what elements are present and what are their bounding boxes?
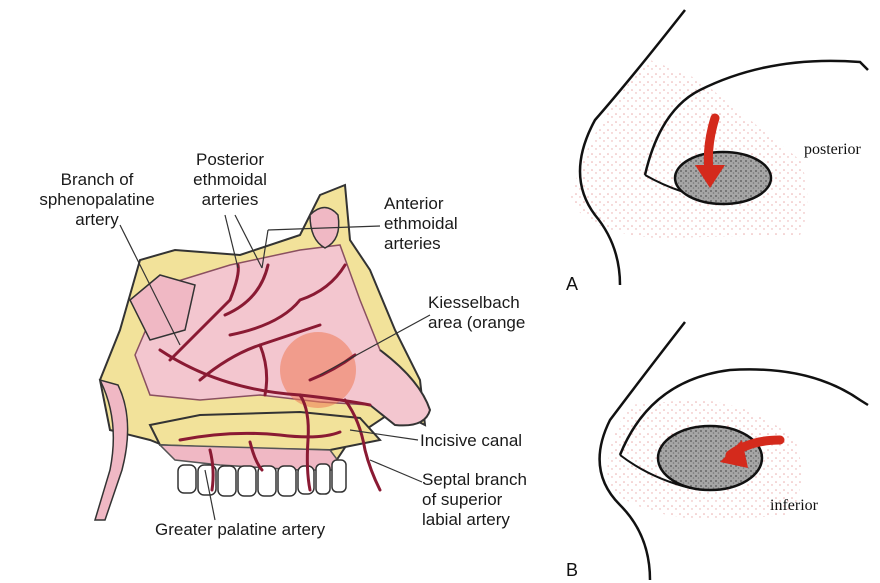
- packing-panels: [550, 0, 880, 583]
- label-anterior-ethmoidal: Anterior ethmoidal arteries: [384, 194, 458, 254]
- label-line: Anterior: [384, 194, 458, 214]
- label-line: arteries: [384, 234, 458, 254]
- label-line: ethmoidal: [384, 214, 458, 234]
- label-branch-sphenopalatine: Branch of sphenopalatine artery: [22, 170, 172, 230]
- label-line: Branch of: [22, 170, 172, 190]
- label-kiesselbach: Kiesselbach area (orange: [428, 293, 525, 333]
- label-line: Posterior: [170, 150, 290, 170]
- panel-a-packing: [675, 152, 771, 204]
- label-line: arteries: [170, 190, 290, 210]
- label-posterior-ethmoidal: Posterior ethmoidal arteries: [170, 150, 290, 210]
- hard-palate: [150, 412, 380, 450]
- panel-b-direction-label: inferior: [770, 496, 818, 516]
- pharynx-wall: [95, 380, 128, 520]
- label-line: artery: [22, 210, 172, 230]
- label-line: labial artery: [422, 510, 527, 530]
- label-line: Greater palatine artery: [155, 520, 325, 539]
- label-line: Septal branch: [422, 470, 527, 490]
- panel-b-letter: B: [566, 560, 578, 580]
- label-septal-branch: Septal branch of superior labial artery: [422, 470, 527, 530]
- label-line: ethmoidal: [170, 170, 290, 190]
- label-line: Incisive canal: [420, 431, 522, 450]
- panel-a-stipple: [570, 60, 808, 238]
- panel-a-letter: A: [566, 274, 578, 294]
- label-greater-palatine: Greater palatine artery: [155, 520, 325, 540]
- label-line: area (orange: [428, 313, 525, 333]
- label-line: of superior: [422, 490, 527, 510]
- label-line: sphenopalatine: [22, 190, 172, 210]
- panel-a-direction-label: posterior: [804, 140, 861, 160]
- label-line: Kiesselbach: [428, 293, 525, 313]
- panel-b: [600, 322, 868, 580]
- panel-b-packing: [658, 426, 762, 490]
- label-incisive-canal: Incisive canal: [420, 431, 522, 451]
